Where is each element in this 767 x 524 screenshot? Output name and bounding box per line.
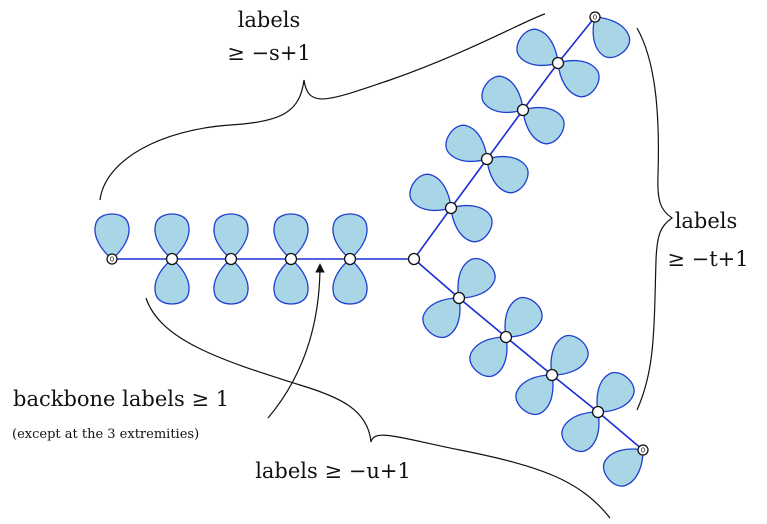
right-label-line2: ≥ −t+1 [667, 247, 748, 271]
bottom-label: labels ≥ −u+1 [255, 459, 411, 483]
node [407, 252, 421, 266]
text-layer: labels ≥ −s+1 labels ≥ −t+1 labels ≥ −u+… [12, 8, 749, 483]
petal [273, 213, 309, 260]
petal [332, 258, 368, 305]
node [444, 201, 458, 215]
petal [213, 213, 249, 260]
edges-layer [112, 16, 644, 451]
nodes-layer: 0 0 0 [106, 11, 649, 456]
bottom-brace [145, 297, 611, 519]
top-label-line1: labels [238, 8, 301, 32]
node [165, 252, 179, 266]
petals-layer [94, 6, 655, 493]
node [480, 152, 494, 166]
extremity-node-top: 0 [589, 11, 601, 23]
petal [154, 258, 190, 305]
petal [273, 258, 309, 305]
right-label-line1: labels [675, 209, 738, 233]
extremity-label: 0 [593, 14, 597, 22]
lower-branch-edge [413, 258, 644, 451]
petal [154, 213, 190, 260]
node [551, 56, 565, 70]
backbone-label: backbone labels ≥ 1 [13, 387, 229, 411]
extremity-label: 0 [641, 447, 645, 455]
node [224, 252, 238, 266]
node [545, 368, 559, 382]
node [343, 252, 357, 266]
upper-branch-edge [413, 16, 596, 260]
top-brace [99, 13, 546, 201]
extremity-label: 0 [110, 256, 114, 264]
node [499, 330, 513, 344]
petal [332, 213, 368, 260]
braces-layer [99, 13, 674, 519]
top-label-line2: ≥ −s+1 [227, 41, 311, 65]
right-brace [636, 27, 674, 411]
extremity-node-bottom: 0 [637, 444, 649, 456]
petal [213, 258, 249, 305]
node [452, 291, 466, 305]
extremity-node-left: 0 [106, 253, 118, 265]
node [284, 252, 298, 266]
backbone-arrow [267, 263, 325, 419]
petal [94, 213, 130, 260]
node [516, 103, 530, 117]
petal [580, 6, 636, 65]
node [591, 405, 605, 419]
backbone-note: (except at the 3 extremities) [12, 427, 199, 442]
